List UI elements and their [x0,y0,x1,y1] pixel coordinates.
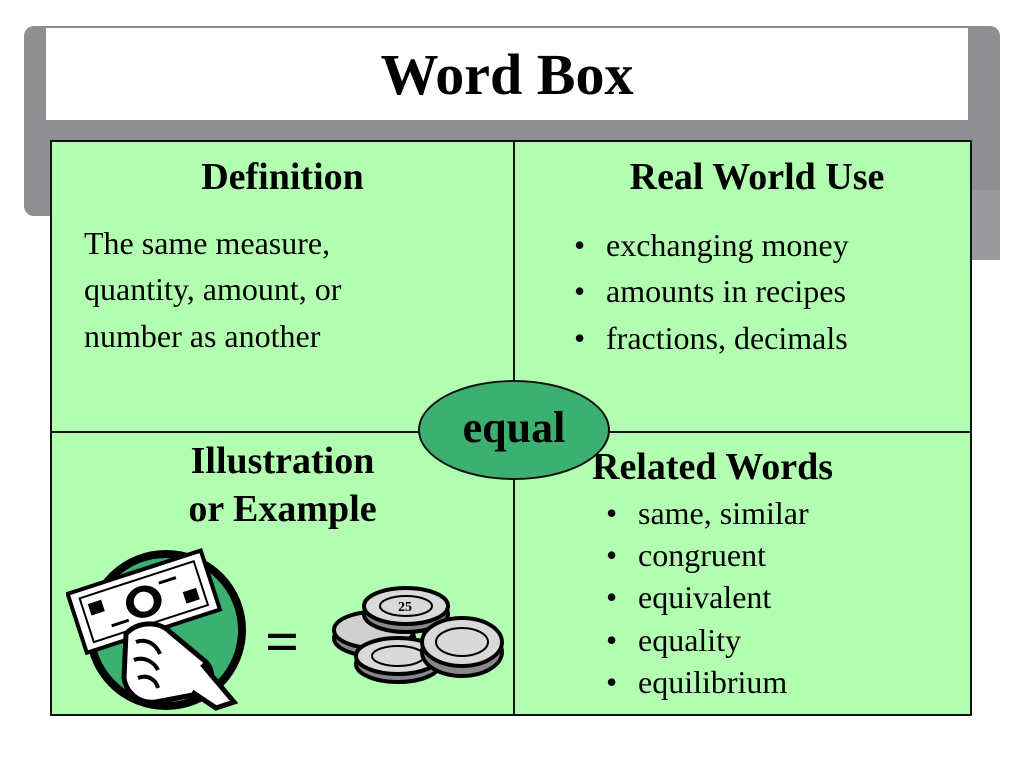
list-item: equilibrium [598,661,809,703]
stack-of-25-cent-coins-icon: 25 [332,586,504,684]
definition-heading: Definition [201,156,364,198]
definition-line: The same measure, [84,225,331,261]
coin-label: 25 [398,600,412,615]
illustration-heading: Illustration or Example [52,438,513,533]
definition-line: number as another [84,317,321,354]
real-world-use-heading: Real World Use [629,156,885,198]
illustration-heading-line: or Example [188,487,377,530]
illustration-heading-line: Illustration [190,440,375,482]
related-words-list: same, similar congruent equivalent equal… [598,492,809,703]
definition-line: quantity, amount, or [84,271,342,308]
list-item: amounts in recipes [566,268,849,315]
center-word-oval: equal [418,380,610,480]
equals-sign: = [265,609,300,675]
related-words-heading: Related Words [592,446,834,488]
page-title: Word Box [380,41,634,107]
list-item: congruent [598,534,809,576]
center-word: equal [462,402,566,452]
list-item: fractions, decimals [566,315,849,362]
word-box-grid: Definition The same measure, quantity, a… [50,140,972,716]
title-box: Word Box [46,28,968,120]
hand-holding-dollar-bill-icon [66,548,246,711]
real-world-use-list: exchanging money amounts in recipes frac… [566,222,849,362]
list-item: same, similar [598,492,809,534]
list-item: equality [598,619,809,661]
frame-edge [972,190,1000,260]
list-item: equivalent [598,576,809,618]
definition-text: The same measure, quantity, amount, or n… [84,220,341,359]
list-item: exchanging money [566,222,849,269]
